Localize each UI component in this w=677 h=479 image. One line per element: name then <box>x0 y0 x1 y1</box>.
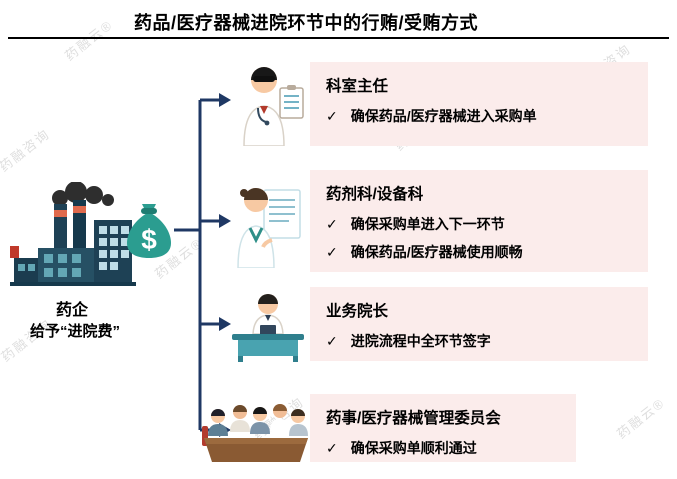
box-title: 业务院长 <box>326 303 389 320</box>
benefit-item: ✓ 确保药品/医疗器械使用顺畅 <box>326 243 632 262</box>
watermark: 药融云® <box>613 394 668 442</box>
money-bag-icon: $ <box>127 204 171 258</box>
info-box-department-director: 科室主任 ✓ 确保药品/医疗器械进入采购单 <box>310 62 648 146</box>
check-icon: ✓ <box>326 216 338 232</box>
benefit-item: ✓ 进院流程中全环节签字 <box>326 332 632 351</box>
box-title: 科室主任 <box>326 78 389 95</box>
dollar-sign: $ <box>141 224 157 255</box>
department-director-icon <box>243 67 304 146</box>
benefit-item: ✓ 确保采购单顺利通过 <box>326 439 560 458</box>
check-icon: ✓ <box>326 108 338 124</box>
benefit-text: 确保药品/医疗器械进入采购单 <box>350 108 537 124</box>
check-icon: ✓ <box>326 333 338 349</box>
benefit-text: 确保采购单顺利通过 <box>350 440 477 456</box>
committee-meeting-icon <box>202 404 308 462</box>
info-box-pharmacy-equipment: 药剂科/设备科 ✓ 确保采购单进入下一环节 ✓ 确保药品/医疗器械使用顺畅 <box>310 170 648 272</box>
check-icon: ✓ <box>326 243 338 260</box>
entry-fee-label: 给予“进院费” <box>29 323 120 340</box>
info-box-committee: 药事/医疗器械管理委员会 ✓ 确保采购单顺利通过 <box>310 394 576 462</box>
benefit-text: 确保采购单进入下一环节 <box>350 216 505 232</box>
pharmacy-staff-icon <box>237 188 301 268</box>
title-underline <box>8 37 669 39</box>
watermark: 药融咨询 <box>0 125 53 175</box>
box-title: 药剂科/设备科 <box>326 186 424 203</box>
benefit-text: 确保药品/医疗器械使用顺畅 <box>350 243 523 260</box>
box-title: 药事/医疗器械管理委员会 <box>326 410 501 427</box>
page-title: 药品/医疗器械进院环节中的行贿/受贿方式 <box>133 13 478 33</box>
info-box-business-dean: 业务院长 ✓ 进院流程中全环节签字 <box>310 287 648 361</box>
check-icon: ✓ <box>326 440 338 456</box>
benefit-item: ✓ 确保采购单进入下一环节 <box>326 215 632 234</box>
business-dean-icon <box>232 294 304 362</box>
factory-icon <box>10 182 136 286</box>
benefit-text: 进院流程中全环节签字 <box>350 333 491 349</box>
benefit-item: ✓ 确保药品/医疗器械进入采购单 <box>326 107 632 126</box>
pharma-company-label: 药企 <box>55 302 88 319</box>
